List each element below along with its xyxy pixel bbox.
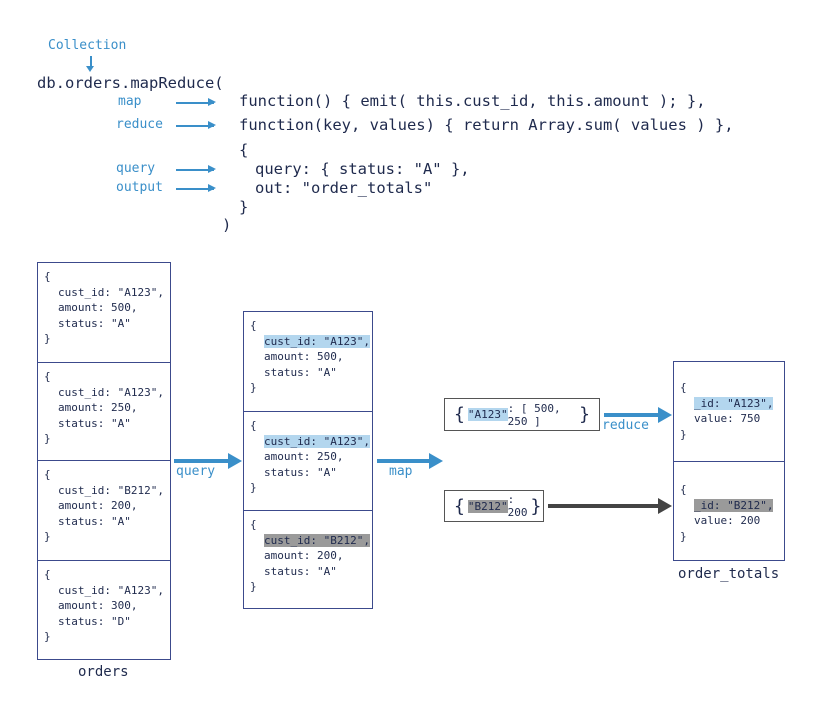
order-totals-document: { _id: "B212", value: 200 }: [674, 462, 784, 550]
doc-amount: amount: 250,: [264, 450, 344, 463]
orders-document: { cust_id: "A123", amount: 250, status: …: [38, 363, 170, 461]
options-close-brace: }: [239, 198, 249, 216]
options-open-brace: {: [239, 141, 249, 159]
map-stage-label: map: [389, 464, 413, 479]
orders-collection-label: orders: [78, 664, 129, 680]
doc-open-brace: {: [44, 568, 51, 581]
query-result-collection: { cust_id: "A123", amount: 500, status: …: [243, 311, 373, 609]
doc-cust-id: cust_id: "B212",: [58, 483, 164, 497]
doc-close-brace: }: [44, 630, 51, 643]
mapped-values-a123: : [ 500, 250 ]: [507, 401, 561, 428]
doc-id-highlighted: _id: "A123",: [694, 396, 774, 410]
map-label: map: [118, 94, 142, 109]
doc-cust-id: cust_id: "A123",: [58, 583, 164, 597]
filtered-document: { cust_id: "B212", amount: 200, status: …: [244, 511, 372, 601]
map-function-line: function() { emit( this.cust_id, this.am…: [239, 92, 706, 110]
filtered-document: { cust_id: "A123", amount: 500, status: …: [244, 312, 372, 412]
doc-open-brace: {: [44, 370, 51, 383]
doc-status: status: "A": [58, 316, 131, 330]
doc-close-brace: }: [250, 381, 257, 394]
query-stage-label: query: [176, 464, 216, 479]
reduce-function-line: function(key, values) { return Array.sum…: [239, 116, 734, 134]
query-label: query: [116, 161, 156, 176]
order-totals-document: { _id: "A123", value: 750 }: [674, 362, 784, 462]
pair-open-brace: {: [454, 404, 465, 425]
doc-open-brace: {: [250, 319, 257, 332]
doc-close-brace: }: [44, 332, 51, 345]
orders-document: { cust_id: "A123", amount: 300, status: …: [38, 561, 170, 651]
orders-document: { cust_id: "A123", amount: 500, status: …: [38, 263, 170, 363]
out-option-line: out: "order_totals": [255, 179, 433, 197]
doc-close-brace: }: [250, 481, 257, 494]
doc-amount: amount: 300,: [58, 599, 138, 612]
collection-pointer-line: [90, 56, 92, 68]
collection-pointer-arrowhead: [86, 66, 94, 72]
mapreduce-call: db.orders.mapReduce(: [37, 74, 224, 92]
query-stage-arrow: [174, 453, 242, 469]
order-totals-collection: { _id: "A123", value: 750 } { _id: "B212…: [673, 361, 785, 561]
doc-close-brace: }: [44, 432, 51, 445]
doc-close-brace: }: [44, 530, 51, 543]
doc-amount: amount: 200,: [58, 499, 138, 512]
map-label-arrow: [176, 99, 216, 105]
doc-status: status: "A": [264, 465, 337, 479]
doc-close-brace: }: [680, 529, 687, 543]
doc-amount: amount: 200,: [264, 549, 344, 562]
query-option-line: query: { status: "A" },: [255, 160, 470, 178]
doc-close-brace: }: [680, 427, 687, 441]
doc-status: status: "D": [58, 614, 131, 628]
map-stage-arrow: [377, 453, 443, 469]
order-totals-collection-label: order_totals: [678, 566, 780, 582]
doc-open-brace: {: [680, 381, 687, 394]
passthrough-arrow: [548, 498, 672, 514]
mapped-values-b212: : 200: [507, 493, 528, 519]
output-label-arrow: [176, 185, 216, 191]
doc-value: value: 200: [694, 514, 761, 527]
mapped-key-b212: "B212": [467, 499, 508, 513]
doc-close-brace: }: [250, 580, 257, 593]
doc-value: value: 750: [694, 412, 761, 425]
doc-amount: amount: 500,: [264, 350, 344, 363]
pair-open-brace: {: [454, 495, 465, 517]
reduce-label-arrow: [176, 122, 216, 128]
filtered-document: { cust_id: "A123", amount: 250, status: …: [244, 412, 372, 511]
pair-close-brace: }: [579, 404, 590, 425]
mapped-key-a123: "A123": [467, 408, 508, 421]
orders-collection: { cust_id: "A123", amount: 500, status: …: [37, 262, 171, 660]
doc-cust-id: cust_id: "A123",: [58, 385, 164, 399]
doc-status: status: "A": [264, 365, 337, 379]
doc-open-brace: {: [250, 419, 257, 432]
pair-close-brace: }: [530, 495, 542, 517]
reduce-stage-arrow: [604, 407, 672, 423]
call-close-paren: ): [222, 216, 232, 234]
doc-open-brace: {: [44, 468, 51, 481]
doc-status: status: "A": [58, 416, 131, 430]
orders-document: { cust_id: "B212", amount: 200, status: …: [38, 461, 170, 561]
doc-cust-id-highlighted: cust_id: "B212",: [264, 533, 370, 547]
doc-amount: amount: 500,: [58, 301, 138, 314]
output-label: output: [116, 180, 163, 195]
doc-status: status: "A": [58, 514, 131, 528]
reduce-stage-label: reduce: [602, 418, 649, 433]
query-label-arrow: [176, 166, 216, 172]
mapped-pair-b212: { "B212" : 200 }: [444, 490, 544, 522]
doc-open-brace: {: [250, 518, 257, 531]
mapped-pair-a123: { "A123" : [ 500, 250 ] }: [444, 398, 600, 431]
doc-open-brace: {: [680, 483, 687, 496]
doc-cust-id: cust_id: "A123",: [58, 285, 164, 299]
doc-cust-id-highlighted: cust_id: "A123",: [264, 434, 370, 448]
doc-cust-id-highlighted: cust_id: "A123",: [264, 334, 370, 348]
reduce-label: reduce: [116, 117, 163, 132]
doc-id-highlighted: _id: "B212",: [694, 498, 774, 512]
collection-label: Collection: [48, 38, 127, 53]
doc-status: status: "A": [264, 564, 337, 578]
doc-open-brace: {: [44, 270, 51, 283]
doc-amount: amount: 250,: [58, 401, 138, 414]
